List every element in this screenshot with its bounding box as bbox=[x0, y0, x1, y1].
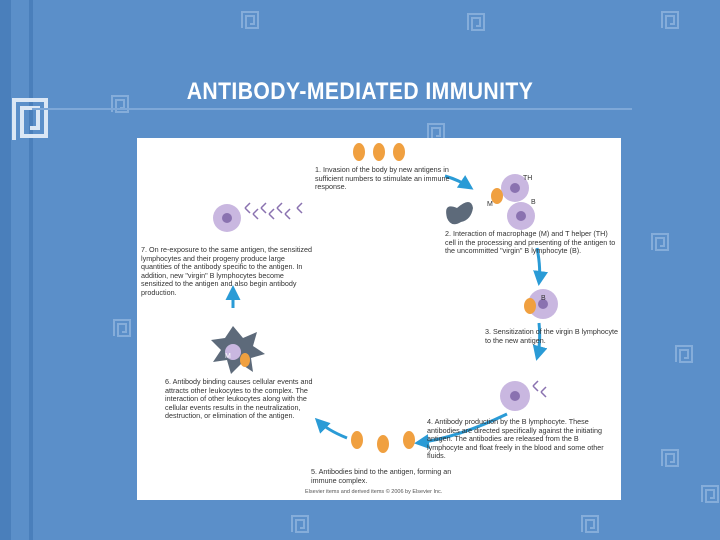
left-border-stripe bbox=[29, 0, 33, 540]
cell-label-th: TH bbox=[523, 175, 532, 182]
greek-key-icon bbox=[661, 11, 679, 29]
cell-label-b: B bbox=[531, 199, 536, 206]
step-5-text: 5. Antibodies bind to the antigen, formi… bbox=[311, 467, 452, 485]
svg-text:B: B bbox=[541, 295, 546, 302]
svg-text:M: M bbox=[225, 353, 231, 360]
title-underline bbox=[32, 108, 632, 110]
step-7-text: 7. On re-exposure to the same antigen, t… bbox=[141, 245, 313, 297]
step-3-text: 3. Sensitization of the virgin B lymphoc… bbox=[485, 327, 619, 345]
greek-key-icon bbox=[581, 515, 599, 533]
slide-title: ANTIBODY-MEDIATED IMMUNITY bbox=[186, 78, 534, 105]
greek-key-icon bbox=[291, 515, 309, 533]
left-border-bar bbox=[0, 0, 11, 540]
step-6-text: 6. Antibody binding causes cellular even… bbox=[165, 377, 313, 421]
cell-label-m: M bbox=[487, 201, 493, 208]
greek-key-icon bbox=[241, 11, 259, 29]
step-4-text: 4. Antibody production by the B lymphocy… bbox=[427, 417, 604, 461]
immunity-cycle-figure: TH M B B M 1. Invas bbox=[137, 138, 621, 500]
step-2-text: 2. Interaction of macrophage (M) and T h… bbox=[445, 229, 616, 256]
greek-key-icon bbox=[113, 319, 131, 337]
greek-key-icon bbox=[467, 13, 485, 31]
copyright-notice: Elsevier items and derived items © 2006 … bbox=[305, 489, 443, 495]
antigen-group-top bbox=[353, 143, 405, 161]
greek-key-icon bbox=[111, 95, 129, 113]
figure-illustration: TH M B B M bbox=[211, 143, 558, 453]
greek-key-icon bbox=[651, 233, 669, 251]
greek-key-icon bbox=[661, 449, 679, 467]
step-1-text: 1. Invasion of the body by new antigens … bbox=[315, 165, 450, 192]
greek-key-icon bbox=[675, 345, 693, 363]
greek-key-icon bbox=[701, 485, 719, 503]
corner-greek-key-icon bbox=[12, 98, 48, 140]
